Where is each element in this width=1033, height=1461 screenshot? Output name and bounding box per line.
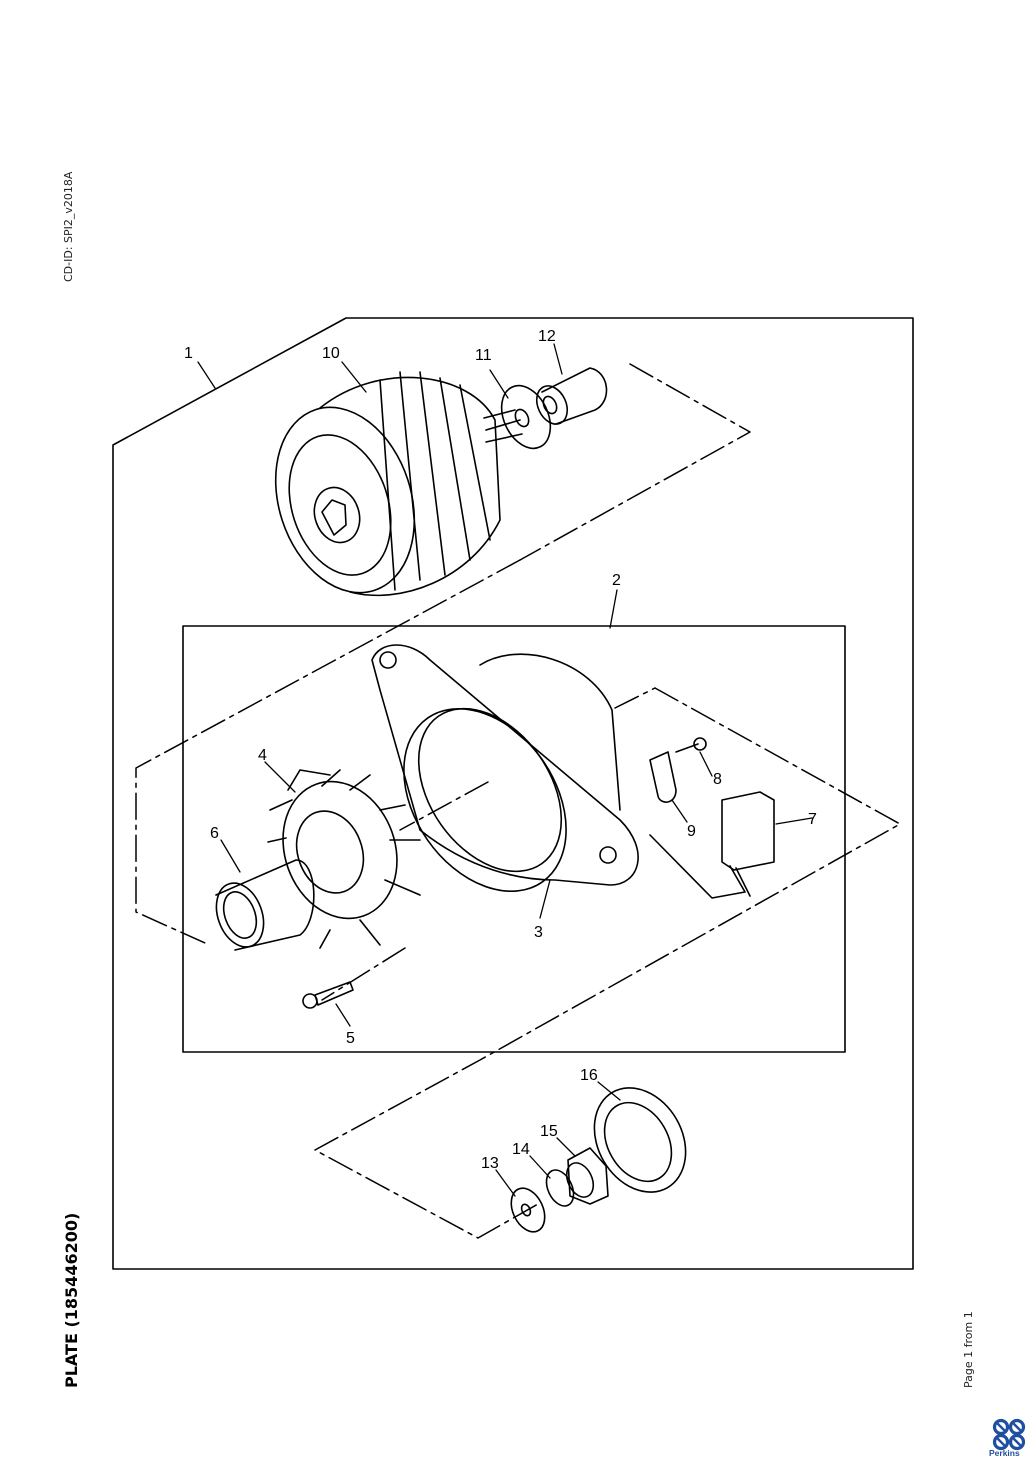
callout-5: 5: [346, 1030, 355, 1047]
callout-7: 7: [808, 811, 817, 828]
bolt-8: [675, 737, 707, 753]
spacer-16: [593, 1087, 687, 1193]
washer-13: [510, 1187, 546, 1233]
screw-5: [302, 981, 354, 1009]
callout-13: 13: [481, 1155, 499, 1172]
callout-11: 11: [475, 347, 492, 364]
callout-14: 14: [512, 1141, 530, 1158]
brand-name: Perkins: [989, 1448, 1020, 1458]
callout-3: 3: [534, 924, 543, 941]
connector-7: [649, 791, 775, 899]
clip-9: [649, 751, 677, 803]
callout-10: 10: [322, 345, 340, 362]
stator-assembly: [215, 769, 421, 951]
sleeve-12: [535, 367, 608, 425]
callout-2: 2: [612, 572, 621, 589]
callout-9: 9: [687, 823, 696, 840]
outer-frame: [112, 317, 914, 1270]
callout-12: 12: [538, 328, 556, 345]
callout-15: 15: [540, 1123, 558, 1140]
washer-11: [500, 384, 552, 450]
rotor-pulley: [274, 371, 523, 597]
housing-flange: [371, 644, 639, 893]
lock-washer-14: [545, 1169, 575, 1207]
callout-6: 6: [210, 825, 219, 842]
callout-1: 1: [184, 345, 193, 362]
perkins-logo-icon: [992, 1418, 1026, 1451]
nut-15: [565, 1147, 609, 1205]
callout-16: 16: [580, 1067, 598, 1084]
callout-4: 4: [258, 747, 267, 764]
inner-frame: [182, 625, 846, 1053]
callout-8: 8: [713, 771, 722, 788]
